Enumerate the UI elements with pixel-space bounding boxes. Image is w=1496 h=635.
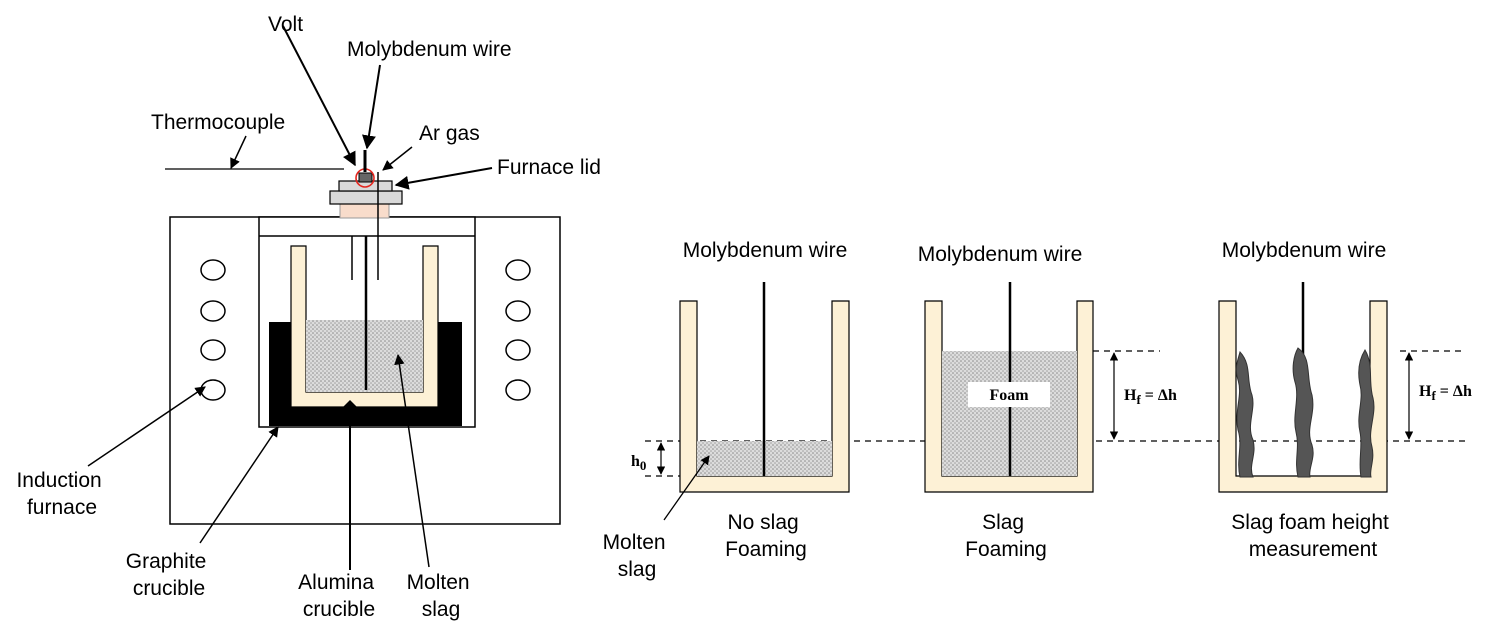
furnace-setup: Volt Molybdenum wire Thermocouple Ar gas… (16, 13, 600, 621)
label-molten-slag: Molten slag (407, 571, 476, 621)
panel3-residue-wire (1292, 347, 1314, 478)
panel3-caption: Slag foam height measurement (1231, 511, 1394, 561)
molten-slag (306, 320, 423, 392)
panel2-wire-label: Molybdenum wire (918, 243, 1083, 266)
furnace-lid (329, 190, 403, 205)
label-molybdenum-wire: Molybdenum wire (347, 38, 512, 61)
label-thermocouple: Thermocouple (151, 111, 285, 134)
panel1-molten-slag-label: Molten slag (603, 531, 672, 581)
panel3-hf-label: Hf = Δh (1419, 383, 1472, 403)
panel2-foam-box (968, 382, 1050, 407)
panel2-caption: Slag Foaming (965, 511, 1047, 561)
alumina-crucible (290, 245, 439, 408)
label-volt: Volt (268, 13, 303, 36)
panel-slag-foaming: Molybdenum wire Foam Hf = Δh Slag Foamin… (918, 243, 1177, 561)
panel-no-slag-foaming: Molybdenum wire h0 Molten slag No slag F… (603, 239, 850, 581)
panel1-caption: No slag Foaming (725, 511, 807, 561)
panel3-wire-label: Molybdenum wire (1222, 239, 1387, 262)
label-graphite-crucible: Graphite crucible (126, 550, 212, 600)
panel3-residue-left (1235, 350, 1255, 478)
panel-foam-height-measurement: Molybdenum wire Hf = Δh Slag foam height… (1218, 239, 1472, 561)
panel1-wire-label: Molybdenum wire (683, 239, 848, 262)
label-alumina-crucible: Alumina crucible (298, 571, 380, 621)
label-induction-furnace: Induction furnace (16, 469, 107, 519)
label-ar-gas: Ar gas (419, 122, 480, 145)
induction-coils (200, 259, 531, 401)
plug (339, 202, 390, 219)
panel2-hf-label: Hf = Δh (1124, 387, 1177, 407)
panel2-foam-label: Foam (989, 387, 1029, 404)
panel1-h0-label: h0 (631, 453, 646, 473)
label-furnace-lid: Furnace lid (497, 156, 601, 179)
panel3-residue-right (1358, 349, 1375, 478)
